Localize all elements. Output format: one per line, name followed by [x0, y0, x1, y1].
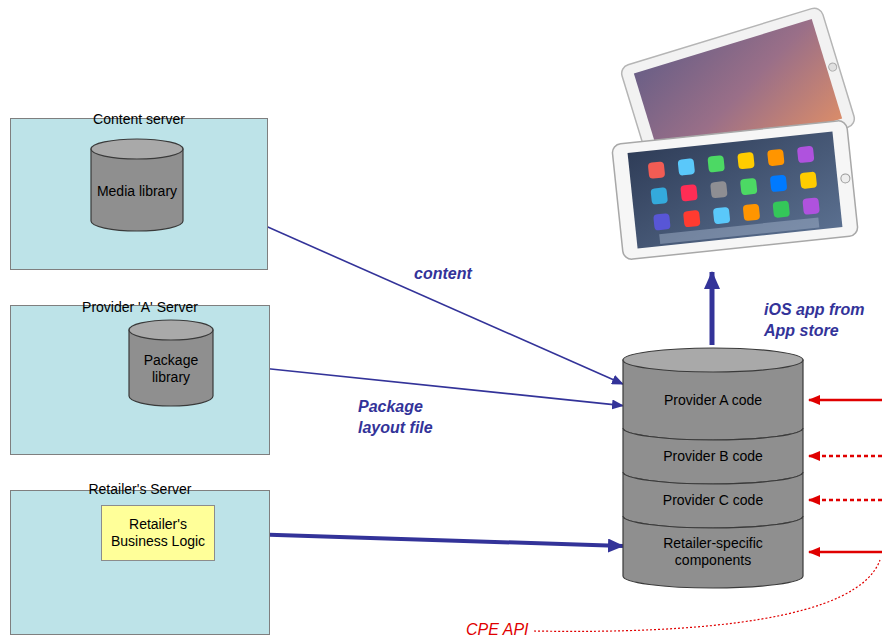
node-label: Provider B code: [663, 448, 763, 465]
cylinder-body: [623, 428, 803, 484]
illustration-part: [802, 197, 820, 215]
server-box: Retailer's ServerRetailer's Business Log…: [10, 490, 270, 635]
code-layer: Provider C code: [623, 472, 803, 516]
database-cylinder: Package library: [129, 320, 213, 406]
illustration-part: [648, 146, 822, 245]
node-label: Retailer's Business Logic: [107, 516, 209, 550]
server-name: Retailer's Server: [11, 481, 269, 497]
node-label: Provider C code: [663, 492, 763, 509]
api-label: CPE API: [466, 620, 529, 641]
illustration-part: [828, 62, 838, 72]
illustration-part: [770, 175, 788, 193]
illustration-part: [740, 178, 758, 196]
tablet-front: [612, 120, 859, 260]
illustration-part: [707, 155, 725, 173]
illustration-part: [650, 187, 668, 205]
server-name: Content server: [11, 111, 267, 127]
illustration-part: [628, 131, 843, 248]
illustration-part: [772, 200, 790, 218]
api-arrows: [809, 400, 882, 552]
illustration-part: [767, 149, 785, 167]
cylinder-top: [623, 348, 803, 372]
illustration-part: [678, 158, 696, 176]
cylinder-body: [623, 472, 803, 528]
illustration-part: [797, 146, 815, 164]
illustration-part: [809, 399, 882, 402]
cylinder-body: [623, 516, 803, 588]
code-layer: Provider A code: [623, 348, 803, 428]
code-layer: Retailer-specific components: [623, 516, 803, 576]
node-label: Package library: [134, 352, 208, 386]
illustration-part: [710, 181, 728, 199]
illustration-part: [680, 184, 698, 202]
illustration-part: [653, 213, 671, 231]
server-name: Provider 'A' Server: [11, 299, 269, 315]
illustration-part: [809, 455, 882, 458]
illustration-part: [809, 499, 882, 502]
cylinder-top: [91, 139, 183, 159]
illustration-part: [648, 161, 666, 179]
node-label: Media library: [97, 183, 177, 200]
illustration-part: [809, 551, 882, 554]
logic-box: Retailer's Business Logic: [101, 505, 215, 561]
illustration-part: [612, 120, 859, 260]
node-label: Provider A code: [664, 392, 762, 409]
edge-label: Package layout file: [356, 397, 458, 439]
edge-label: content: [412, 264, 474, 285]
server-box: Content serverMedia library: [10, 118, 268, 270]
illustration-part: [800, 171, 818, 189]
flow-arrow: [215, 533, 623, 546]
cylinder-body: [91, 149, 183, 231]
arrow-label: iOS app from App store: [764, 300, 880, 342]
ios-arrow: [710, 272, 715, 345]
node-label: Retailer-specific components: [628, 535, 798, 569]
illustration-part: [840, 173, 850, 183]
cylinder-body: [129, 330, 213, 406]
illustration-part: [713, 207, 731, 225]
cylinder-top: [129, 320, 213, 340]
database-cylinder: Media library: [91, 139, 183, 231]
illustration-part: [659, 217, 819, 244]
server-box: Provider 'A' ServerPackage library: [10, 305, 270, 455]
illustration-part: [737, 152, 755, 170]
illustration-part: [683, 210, 701, 228]
code-layer: Provider B code: [623, 428, 803, 472]
illustration-part: [743, 204, 761, 222]
